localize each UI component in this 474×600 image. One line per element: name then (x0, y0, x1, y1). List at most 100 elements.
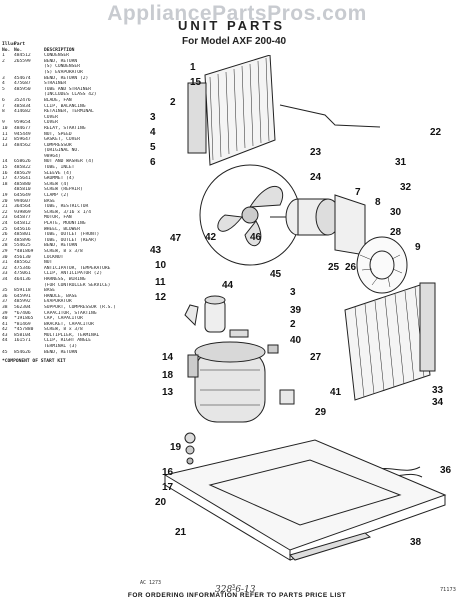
part-number: 645649 (14, 193, 31, 199)
callout: 42 (205, 232, 217, 243)
callout: 38 (410, 537, 422, 548)
part-illus-no: 12 (2, 137, 8, 143)
callout: 29 (315, 407, 327, 418)
callout: 7 (355, 187, 361, 198)
callout: 17 (162, 482, 174, 493)
part-illus-no: 25 (2, 226, 8, 232)
part-description: TUBE, OUTLET (FRONT) (44, 232, 100, 238)
callout: 31 (395, 157, 407, 168)
part-description: TUBE, OUTLET (REAR) (44, 237, 97, 243)
page-subtitle: For Model AXF 200-40 (182, 36, 287, 47)
part-illus-no: 9 (2, 120, 5, 126)
part-description: SCREW (REPAIR) (44, 187, 83, 193)
reference-code: 71173 (440, 587, 456, 593)
callout: 46 (250, 232, 262, 243)
part-description: NUT (44, 260, 53, 266)
parts-row: (S) CONDENSER (2, 64, 152, 70)
part-number: 475641 (14, 176, 31, 182)
part-illus-no: 15 (2, 165, 8, 171)
callout: 33 (432, 385, 444, 396)
fan-motor (270, 198, 341, 236)
col-illus: Illus (2, 42, 16, 47)
part-illus-no: 29 (2, 248, 8, 254)
callout: 40 (290, 335, 302, 346)
part-number: 859118 (14, 288, 31, 294)
footnote: *COMPONENT OF START KIT (2, 359, 66, 365)
part-description: RETAINER, TERMINAL (44, 109, 94, 115)
part-description: TUBE, INLET (44, 165, 75, 171)
callout: 2 (290, 319, 296, 330)
terminal-clip (229, 329, 249, 338)
part-number: 414682 (14, 109, 31, 115)
callout: 41 (330, 387, 342, 398)
part-number: *481869 (14, 248, 34, 254)
part-number: 645616 (14, 226, 31, 232)
col-part: Part (14, 42, 26, 47)
part-illus-no: 11 (2, 131, 8, 137)
callout: 19 (170, 442, 182, 453)
part-illus-no: 14 (2, 159, 8, 165)
part-number: 645812 (14, 221, 31, 226)
part-number: 454674 (14, 75, 31, 81)
part-illus-no: 36 (2, 293, 8, 299)
handwritten-note: 328-6-13 (215, 585, 256, 595)
part-number: 265599 (14, 58, 31, 64)
parts-row: COVER (2, 115, 152, 121)
callout: 32 (400, 182, 412, 193)
part-illus-no: 22 (2, 209, 8, 215)
part-number: 485992 (14, 299, 31, 305)
callout: 2 (170, 97, 176, 108)
part-number: 475346 (14, 265, 31, 271)
evaporator-coil (344, 282, 436, 401)
part-illus-no: 34 (2, 276, 8, 282)
part-number: 854626 (14, 349, 31, 355)
part-description: BEND, RETURN (44, 243, 78, 249)
callout: 21 (175, 527, 187, 538)
parts-row: 98964) (2, 154, 152, 160)
part-illus-no: 26 (2, 232, 8, 238)
part-number: 939869 (14, 209, 31, 215)
part-illus-no: 30 (2, 254, 8, 260)
part-illus-no: 41 (2, 321, 8, 327)
callout: 26 (345, 262, 357, 273)
part-number: 859647 (14, 137, 31, 143)
part-description: PLATE, MOUNTING (44, 221, 86, 226)
part-description: COVER (44, 120, 58, 126)
part-number: 645877 (14, 215, 31, 221)
part-number: 485880 (14, 181, 31, 187)
part-illus-no: 3 (2, 75, 5, 81)
compressor-support (279, 389, 295, 405)
parts-list-header-2: No. No. DESCRIPTION (2, 48, 152, 54)
part-description: TERMINAL (3) (44, 344, 78, 350)
callout: 11 (155, 277, 166, 288)
part-illus-no: 44 (2, 338, 8, 344)
part-illus-no: 37 (2, 299, 8, 305)
part-description: CLAMP (2) (44, 193, 69, 199)
callout: 16 (162, 467, 174, 478)
part-number: 161571 (14, 338, 31, 344)
part-illus-no: 7 (2, 103, 5, 109)
part-number: *67406 (14, 310, 31, 316)
callout: 18 (162, 370, 174, 381)
callout: 12 (155, 292, 167, 303)
part-illus-no: 35 (2, 288, 8, 294)
